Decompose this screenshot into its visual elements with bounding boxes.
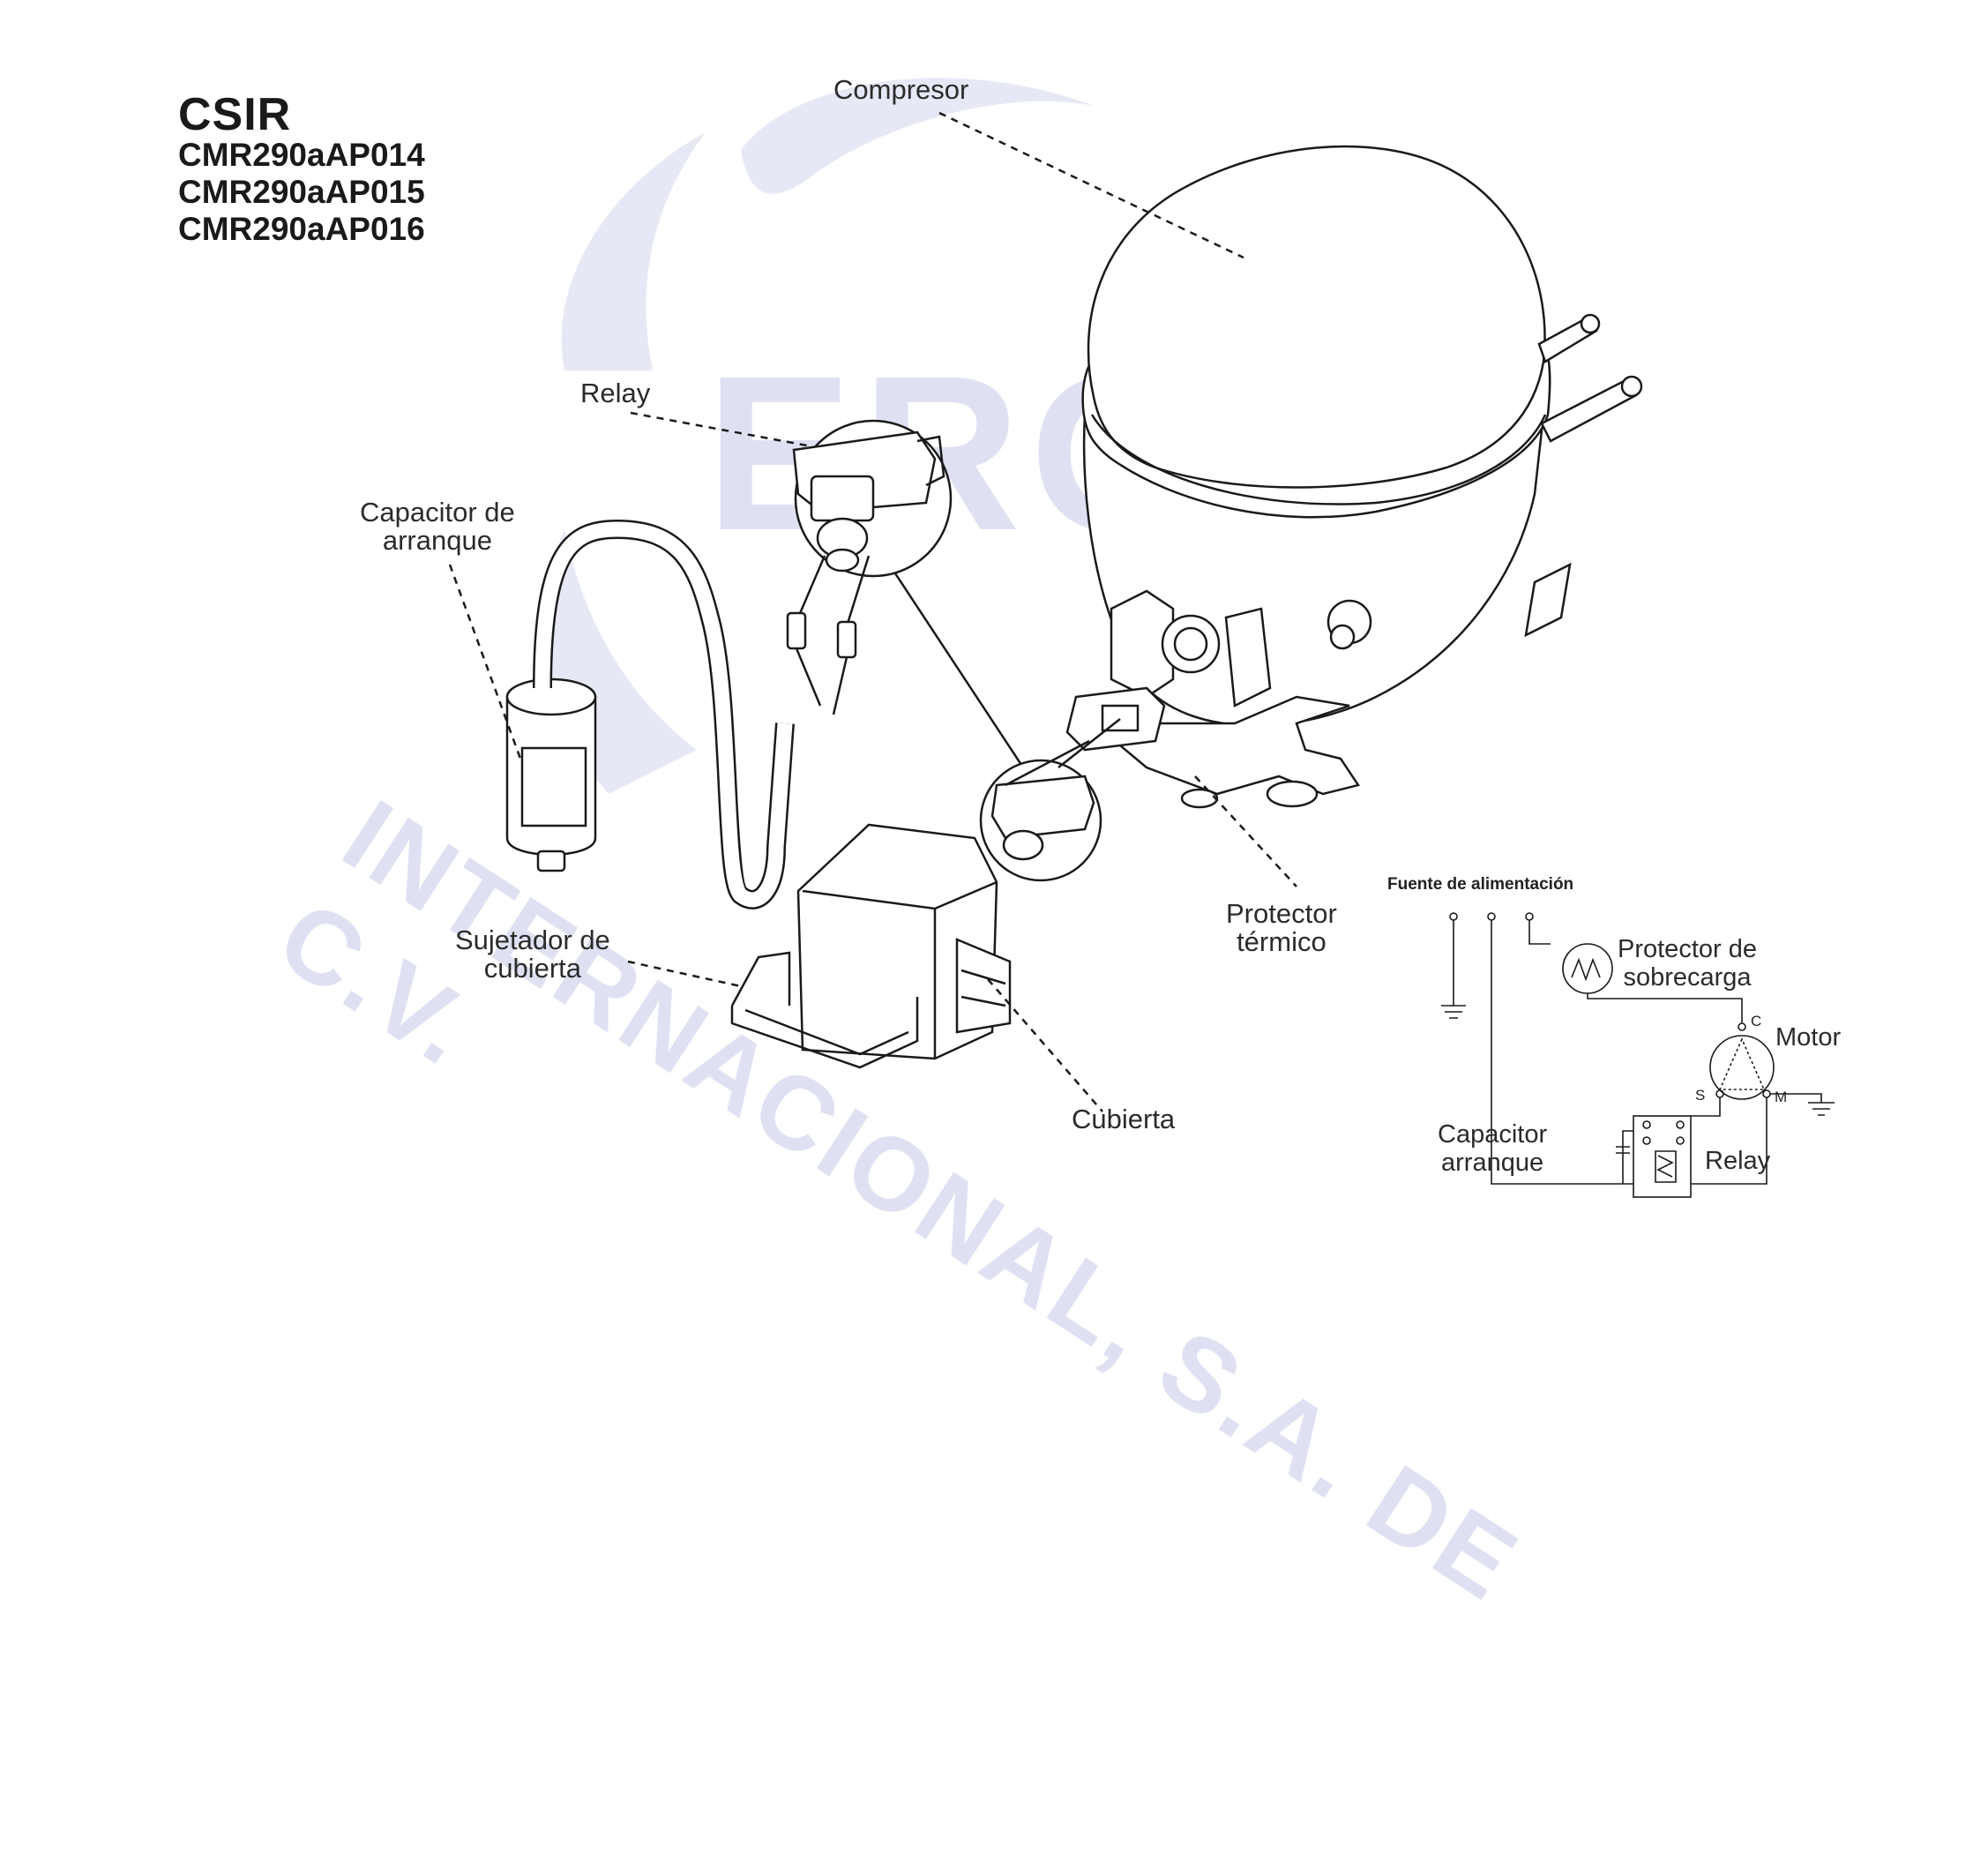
label-compresor: Compresor <box>833 74 969 105</box>
label-sujetador: Sujetador de cubierta <box>455 926 610 983</box>
overload-protector-symbol <box>1562 943 1613 994</box>
model-1: CMR290aAP014 <box>178 137 425 173</box>
start-capacitor-symbol <box>1622 1130 1633 1184</box>
label-protector-line2: térmico <box>1237 926 1327 957</box>
schematic-protector-label: Protector de sobrecarga <box>1618 935 1757 992</box>
label-capacitor-line2: arranque <box>382 525 492 556</box>
label-protector-line1: Protector <box>1226 898 1337 929</box>
schematic-motor-label: Motor <box>1775 1023 1842 1052</box>
schematic-title: Fuente de alimentación <box>1387 875 1574 894</box>
schematic-relay-label: Relay <box>1705 1147 1771 1175</box>
leader-relay <box>630 411 808 447</box>
cover-holder-drawing <box>730 951 919 1069</box>
compressor-base <box>1090 695 1361 796</box>
leader-compresor <box>938 111 1244 259</box>
schematic-protector-line2: sobrecarga <box>1623 963 1752 992</box>
label-cubierta: Cubierta <box>1072 1104 1176 1134</box>
label-capacitor: Capacitor de arranque <box>360 498 515 555</box>
capacitor-drawing <box>505 519 795 910</box>
label-protector-termico: Protector térmico <box>1226 900 1337 956</box>
wiring-schematic <box>1441 912 1835 1198</box>
model-3: CMR290aAP016 <box>178 211 425 247</box>
pin-s: S <box>1695 1087 1706 1104</box>
motor-symbol <box>1709 1035 1775 1100</box>
model-2: CMR290aAP015 <box>178 174 425 210</box>
label-sujetador-line1: Sujetador de <box>455 924 610 955</box>
pin-m: M <box>1775 1089 1788 1105</box>
leader-lines <box>448 111 1297 1112</box>
schematic-capacitor-line2: arranque <box>1441 1149 1544 1177</box>
schematic-capacitor-line1: Capacitor <box>1438 1120 1548 1149</box>
compressor-dome <box>1087 145 1546 489</box>
relay-symbol <box>1633 1115 1692 1198</box>
pin-c: C <box>1751 1013 1762 1029</box>
relay-detail <box>786 419 1025 768</box>
label-relay: Relay <box>580 378 651 408</box>
label-capacitor-line1: Capacitor de <box>360 497 515 528</box>
schematic-capacitor-label: Capacitor arranque <box>1438 1120 1547 1177</box>
leader-cubierta <box>987 978 1103 1112</box>
leader-sujetador <box>627 960 742 988</box>
leader-protector <box>1194 775 1297 887</box>
compressor-drawing <box>1065 145 1643 809</box>
protector-detail <box>979 718 1121 882</box>
cover-drawing <box>796 823 1012 1060</box>
leader-capacitor <box>448 564 522 760</box>
schematic-protector-line1: Protector de <box>1618 935 1757 963</box>
page-title: CSIR <box>178 89 292 140</box>
label-sujetador-line2: cubierta <box>483 953 582 984</box>
